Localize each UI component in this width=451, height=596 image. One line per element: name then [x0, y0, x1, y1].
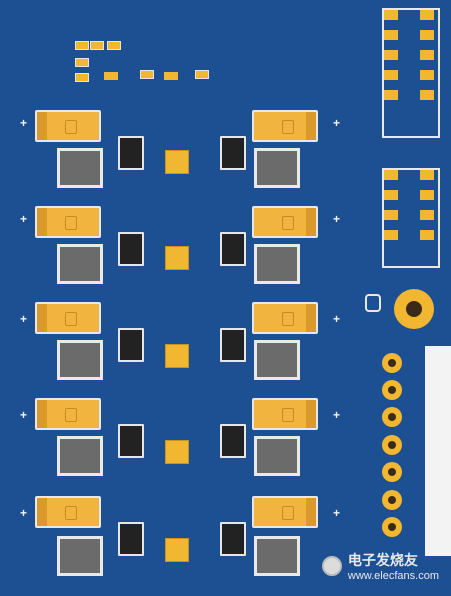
- driver-ic: [165, 344, 189, 368]
- mosfet: [118, 522, 144, 556]
- plus-mark: +: [20, 212, 28, 226]
- plus-mark: +: [20, 408, 28, 422]
- inductor: [254, 148, 300, 188]
- mosfet: [118, 136, 144, 170]
- through-hole-pad: [382, 353, 402, 373]
- plus-mark: +: [333, 408, 341, 422]
- watermark: 电子发烧友 www.elecfans.com: [321, 550, 439, 582]
- pad: [384, 190, 398, 200]
- inductor: [57, 148, 103, 188]
- pad: [420, 210, 434, 220]
- pad: [164, 72, 178, 80]
- plus-mark: +: [333, 116, 341, 130]
- mosfet: [220, 522, 246, 556]
- mosfet: [220, 328, 246, 362]
- smd-resistor: [90, 41, 104, 50]
- tantalum-capacitor: [252, 496, 318, 528]
- pad: [420, 50, 434, 60]
- through-hole-pad: [382, 407, 402, 427]
- through-hole-pad: [382, 435, 402, 455]
- pad: [104, 72, 118, 80]
- through-hole-pad: [382, 380, 402, 400]
- mosfet: [220, 424, 246, 458]
- smd-resistor: [75, 41, 89, 50]
- plus-mark: +: [20, 506, 28, 520]
- pad: [420, 10, 434, 20]
- plus-mark: +: [333, 312, 341, 326]
- mosfet: [220, 136, 246, 170]
- smd-resistor: [107, 41, 121, 50]
- plus-mark: +: [333, 506, 341, 520]
- tantalum-capacitor: [252, 302, 318, 334]
- tantalum-capacitor: [35, 206, 101, 238]
- pad: [384, 230, 398, 240]
- inductor: [254, 340, 300, 380]
- inductor: [57, 340, 103, 380]
- inductor: [57, 244, 103, 284]
- pad: [420, 190, 434, 200]
- tantalum-capacitor: [35, 302, 101, 334]
- connector-outline: [382, 168, 440, 268]
- mosfet: [118, 328, 144, 362]
- driver-ic: [165, 440, 189, 464]
- pad: [420, 70, 434, 80]
- pad: [420, 230, 434, 240]
- mosfet: [118, 232, 144, 266]
- plus-mark: +: [20, 116, 28, 130]
- smd-resistor: [140, 70, 154, 79]
- pad: [420, 30, 434, 40]
- tantalum-capacitor: [35, 496, 101, 528]
- pad: [384, 30, 398, 40]
- inductor: [57, 436, 103, 476]
- pad: [384, 90, 398, 100]
- smd-resistor: [195, 70, 209, 79]
- smd-resistor: [75, 58, 89, 67]
- pad: [384, 70, 398, 80]
- elecfans-logo-icon: [321, 556, 342, 576]
- pad: [420, 170, 434, 180]
- tantalum-capacitor: [252, 398, 318, 430]
- mosfet: [118, 424, 144, 458]
- inductor: [254, 244, 300, 284]
- pad: [384, 170, 398, 180]
- through-hole-pad: [382, 462, 402, 482]
- driver-ic: [165, 538, 189, 562]
- pad: [384, 210, 398, 220]
- tantalum-capacitor: [35, 398, 101, 430]
- inductor: [254, 436, 300, 476]
- pad: [384, 50, 398, 60]
- mosfet: [220, 232, 246, 266]
- mounting-hole: [394, 289, 434, 329]
- tantalum-capacitor: [252, 110, 318, 142]
- inductor: [57, 536, 103, 576]
- plus-mark: +: [20, 312, 28, 326]
- driver-ic: [165, 246, 189, 270]
- silkscreen-mark: [365, 294, 381, 312]
- plus-mark: +: [333, 212, 341, 226]
- pad: [420, 90, 434, 100]
- tantalum-capacitor: [35, 110, 101, 142]
- through-hole-pad: [382, 517, 402, 537]
- pad: [384, 10, 398, 20]
- connector-outline: [382, 8, 440, 138]
- driver-ic: [165, 150, 189, 174]
- watermark-url: www.elecfans.com: [347, 570, 439, 582]
- inductor: [254, 536, 300, 576]
- through-hole-pad: [382, 490, 402, 510]
- smd-resistor: [75, 73, 89, 82]
- watermark-title: 电子发烧友: [347, 552, 418, 568]
- tantalum-capacitor: [252, 206, 318, 238]
- header-connector: [425, 346, 451, 556]
